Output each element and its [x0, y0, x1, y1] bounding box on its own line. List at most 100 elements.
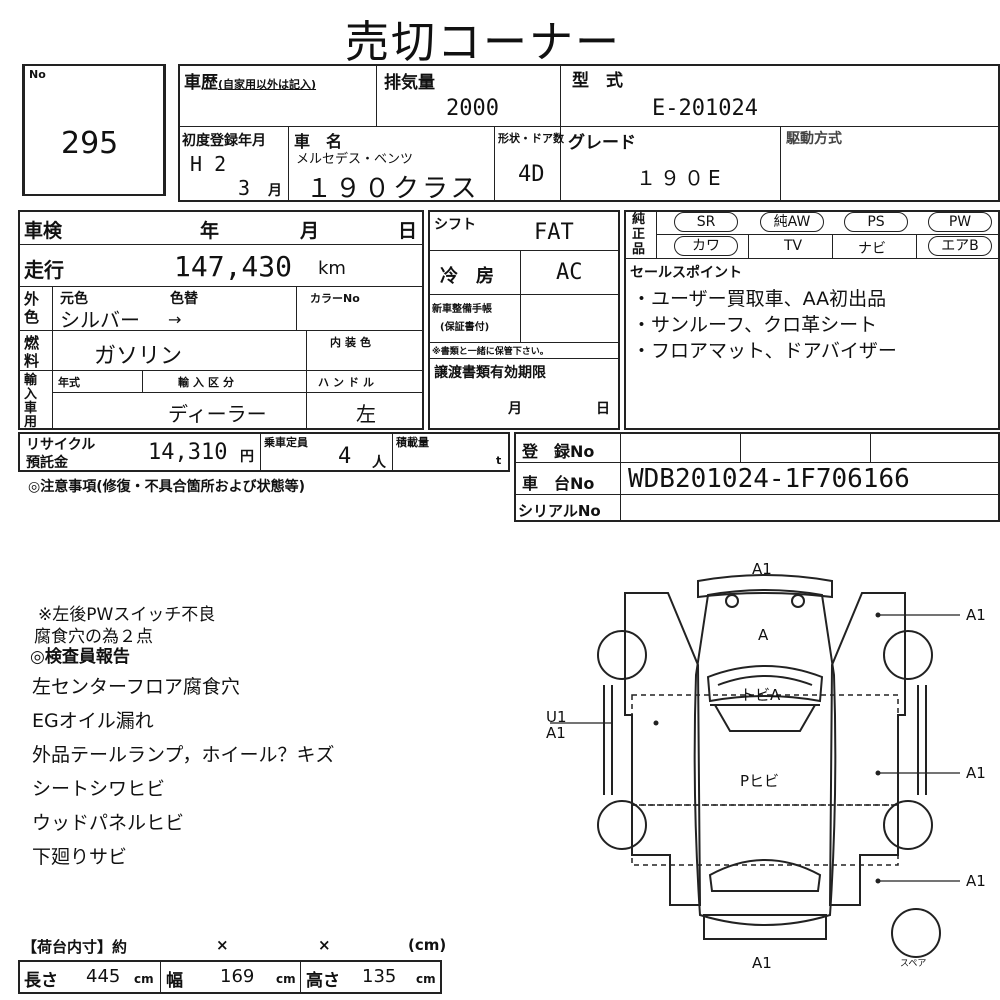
height-unit: cm	[416, 972, 436, 986]
inspection-year: 年	[200, 220, 220, 242]
history-label: 車歴(自家用以外は記入)	[184, 73, 317, 93]
color-number-label: カラーNo	[310, 292, 360, 305]
diagram-hood-mark: A	[758, 626, 769, 644]
width-value: 169	[220, 966, 255, 987]
options-grid	[624, 210, 1000, 430]
sales-point-3: ・フロアマット、ドアバイザー	[632, 340, 897, 362]
sales-point-2: ・サンルーフ、クロ革シート	[632, 314, 878, 336]
option-leather: カワ	[674, 236, 738, 256]
handle-value: 左	[356, 402, 376, 426]
mileage-label: 走行	[24, 258, 64, 282]
shift-value: FAT	[534, 220, 574, 245]
load-unit: t	[496, 454, 502, 467]
inspector-item-3: 外品テールランプ，ホイール？キズ	[32, 744, 335, 766]
diagram-left-label-1: U1	[546, 708, 567, 726]
exterior-color: シルバー	[60, 308, 140, 332]
transfer-day: 日	[596, 401, 610, 417]
transfer-label: 譲渡書類有効期限	[434, 365, 546, 381]
recycle-deposit-label: 預託金	[26, 455, 68, 471]
option-airbag: エアB	[928, 236, 992, 256]
sales-point-1: ・ユーザー買取車、AA初出品	[632, 288, 887, 310]
recycle-unit: 円	[240, 449, 254, 465]
cargo-label: 【荷台内寸】約	[22, 938, 128, 956]
import-year-label: 年式	[58, 376, 80, 389]
exterior-arrow: →	[168, 310, 182, 329]
body-type-label: 形状・ドア数	[498, 132, 564, 145]
sales-points-label: セールスポイント	[630, 265, 742, 281]
length-unit: cm	[134, 972, 154, 986]
new-car-warranty: (保証書付)	[440, 322, 490, 333]
model-label: 型 式	[572, 71, 623, 91]
displacement-value: 2000	[446, 96, 499, 121]
import-type-value: ディーラー	[168, 402, 267, 426]
first-registration-era: H 2	[190, 152, 227, 176]
exterior-label: 外色	[24, 290, 40, 326]
drive-label: 駆動方式	[786, 131, 842, 147]
recycle-value: 14,310	[148, 440, 228, 465]
inspector-item-4: シートシワヒビ	[32, 778, 166, 800]
vehicle-info-grid	[178, 64, 1000, 202]
inspection-label: 車検	[24, 220, 63, 242]
ac-label: 冷 房	[440, 266, 494, 287]
spec-grid	[18, 210, 424, 430]
lot-number: 295	[61, 126, 119, 161]
car-name-label: 車 名	[294, 132, 343, 151]
fuel-value: ガソリン	[94, 344, 183, 369]
inspector-item-6: 下廻りサビ	[32, 846, 128, 868]
displacement-label: 排気量	[384, 73, 435, 93]
option-sr: SR	[674, 212, 738, 232]
shift-grid	[428, 210, 620, 430]
mileage-unit: km	[318, 258, 346, 279]
option-navi: ナビ	[858, 241, 886, 257]
model-value: E-201024	[652, 96, 758, 121]
registration-grid	[514, 432, 1000, 522]
grade-label: グレード	[568, 133, 636, 153]
inspector-item-2: EGオイル漏れ	[32, 710, 154, 732]
grade-value: １９０E	[636, 166, 725, 190]
fuel-label: 燃料	[24, 334, 40, 370]
chassis-value: WDB201024-1F706166	[628, 464, 910, 494]
length-label: 長さ	[24, 971, 58, 991]
new-car-label: 新車整備手帳	[432, 304, 492, 315]
height-label: 高さ	[306, 971, 340, 991]
option-tv: TV	[784, 238, 803, 254]
serial-label: シリアルNo	[518, 502, 601, 520]
length-value: 445	[86, 966, 121, 987]
options-label: 純正品	[632, 212, 646, 257]
first-registration-label: 初度登録年月	[182, 133, 266, 149]
note-1: ※左後PWスイッチ不良	[38, 605, 216, 625]
import-type-label: 輸入区分	[178, 376, 238, 389]
width-label: 幅	[166, 971, 183, 991]
shift-label: シフト	[434, 217, 476, 233]
diagram-left-label-2: A1	[546, 724, 566, 742]
capacity-label: 乗車定員	[264, 436, 308, 449]
mileage-value: 147,430	[174, 250, 293, 283]
exterior-repaint-label: 色替	[170, 291, 198, 307]
body-type-value: 4D	[518, 162, 545, 187]
chassis-label: 車 台No	[522, 474, 595, 493]
caution-label: ◎注意事項(修復・不具合箇所および状態等)	[28, 479, 306, 495]
transfer-month: 月	[508, 401, 522, 417]
inspection-day: 日	[398, 220, 418, 242]
interior-color-label: 内装色	[330, 336, 375, 349]
diagram-bottom-label: A1	[752, 954, 772, 972]
diagram-sunroof-mark: トビA	[740, 686, 781, 704]
width-unit: cm	[276, 972, 296, 986]
option-aw: 純AW	[760, 212, 824, 232]
car-maker: メルセデス・ベンツ	[296, 152, 414, 167]
diagram-right-label-2: A1	[966, 764, 986, 782]
lot-number-label: No	[29, 68, 46, 81]
car-name-value: １９０クラス	[306, 174, 480, 204]
diagram-top-label: A1	[752, 560, 772, 578]
exterior-orig-label: 元色	[60, 291, 88, 307]
cargo-unit: (cm)	[408, 936, 447, 954]
capacity-unit: 人	[372, 455, 386, 471]
inspector-item-5: ウッドパネルヒビ	[32, 812, 185, 834]
diagram-right-label-3: A1	[966, 872, 986, 890]
new-car-note: ※書類と一緒に保管下さい。	[432, 347, 549, 357]
diagram-spare-label: スペア	[900, 959, 927, 969]
option-pw: PW	[928, 212, 992, 232]
capacity-value: 4	[338, 444, 352, 469]
dims-grid	[18, 960, 442, 994]
first-registration-month: 3	[238, 176, 251, 200]
